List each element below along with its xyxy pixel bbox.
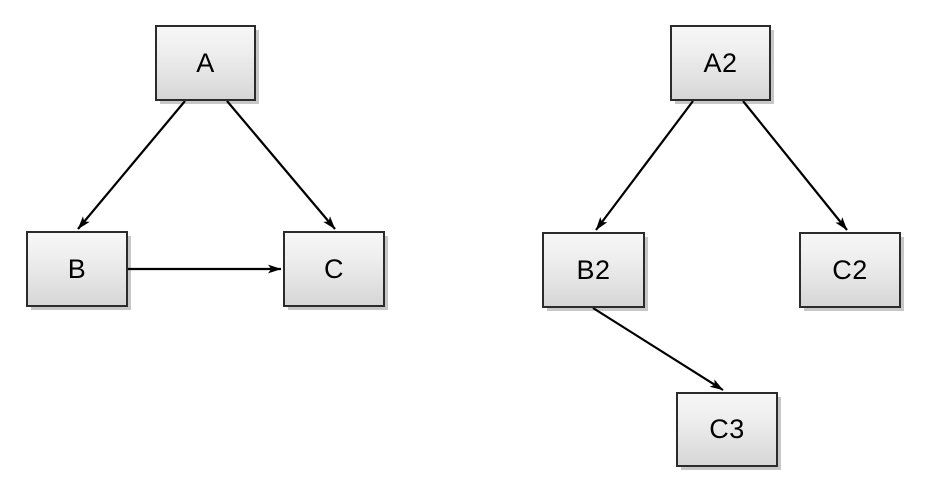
node-label-a2: A2: [703, 47, 738, 78]
node-b2[interactable]: B2: [542, 232, 645, 308]
edge-A-to-B: [77, 100, 186, 230]
edges-group: [77, 100, 848, 391]
edge-A2-to-B2: [595, 100, 694, 231]
node-label-b: B: [67, 253, 87, 284]
edge-A2-to-C2: [742, 100, 848, 231]
node-label-c: C: [324, 253, 344, 284]
node-c[interactable]: C: [283, 231, 385, 307]
node-label-b2: B2: [576, 254, 611, 285]
edge-A-to-C: [226, 100, 336, 230]
node-b[interactable]: B: [26, 231, 128, 307]
node-c3[interactable]: C3: [676, 392, 778, 467]
node-c2[interactable]: C2: [799, 232, 901, 308]
node-label-c2: C2: [832, 254, 868, 285]
node-label-a: A: [196, 47, 215, 78]
node-a2[interactable]: A2: [670, 25, 771, 101]
node-label-c3: C3: [709, 414, 745, 444]
node-a[interactable]: A: [155, 25, 256, 101]
edge-B2-to-C3: [592, 307, 724, 391]
